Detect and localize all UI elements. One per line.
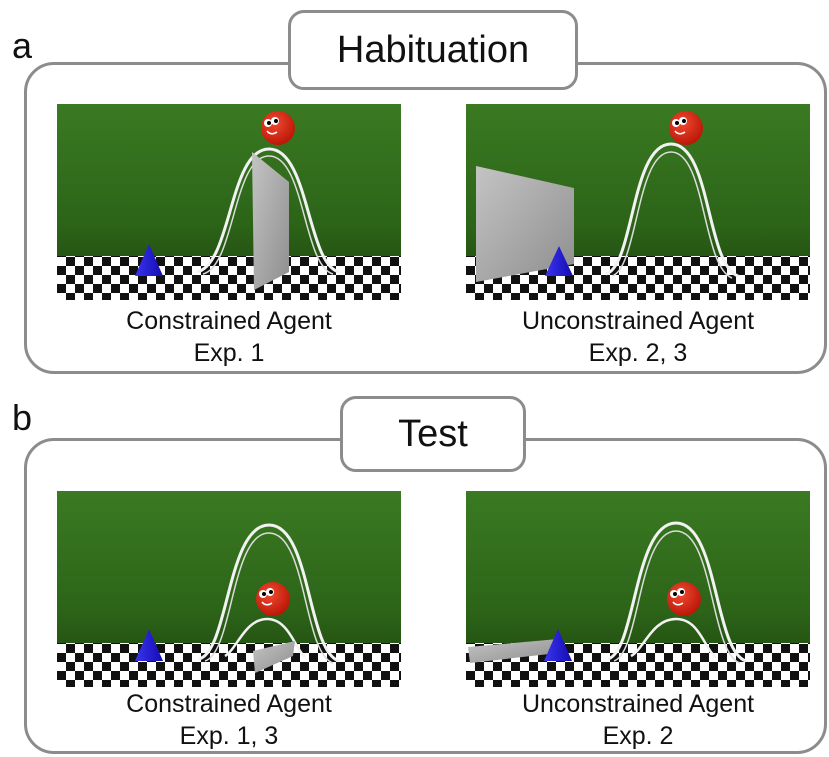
caption-line-2: Exp. 2 <box>602 722 674 750</box>
blue-cone-goal <box>135 629 163 661</box>
panel-b-title: Test <box>340 396 526 472</box>
green-wall <box>466 491 810 651</box>
red-ball-agent <box>669 111 703 145</box>
caption-line-1: Unconstrained Agent <box>521 690 755 718</box>
gray-wall-barrier <box>253 641 295 673</box>
panel-a-letter: a <box>12 25 33 66</box>
white-trajectory-path <box>196 147 340 274</box>
blue-cone-goal <box>544 629 572 661</box>
red-ball-agent <box>256 582 290 616</box>
caption-line-1: Unconstrained Agent <box>521 307 755 335</box>
gray-wall-barrier <box>476 166 574 282</box>
panel-b-letter: b <box>12 397 33 438</box>
test-unconstrained-caption: Unconstrained Agent Exp. 2 <box>466 688 810 752</box>
caption-line-1: Constrained Agent <box>126 690 332 718</box>
blue-cone-goal <box>545 246 573 276</box>
green-wall <box>57 491 401 651</box>
caption-line-2: Exp. 2, 3 <box>588 339 688 367</box>
gray-wall-barrier <box>252 152 289 290</box>
green-wall <box>57 104 401 264</box>
gray-wall-barrier <box>468 639 558 663</box>
habituation-constrained-caption: Constrained Agent Exp. 1 <box>57 305 401 369</box>
test-constrained-caption: Constrained Agent Exp. 1, 3 <box>57 688 401 752</box>
red-ball-agent <box>667 582 701 616</box>
test-constrained-scene <box>57 491 401 687</box>
white-trajectory-path <box>607 521 747 663</box>
habituation-unconstrained-scene <box>466 104 810 300</box>
white-trajectory-path <box>605 142 739 278</box>
habituation-unconstrained-caption: Unconstrained Agent Exp. 2, 3 <box>466 305 810 369</box>
red-ball-agent <box>261 111 295 145</box>
panel-a-title: Habituation <box>288 10 578 90</box>
checkered-floor <box>57 643 401 687</box>
blue-cone-goal <box>135 244 163 276</box>
habituation-constrained-scene <box>57 104 401 300</box>
test-unconstrained-scene <box>466 491 810 687</box>
white-trajectory-path <box>198 523 340 663</box>
caption-line-2: Exp. 1 <box>193 339 265 367</box>
checkered-floor <box>57 256 401 300</box>
caption-line-1: Constrained Agent <box>126 307 332 335</box>
caption-line-2: Exp. 1, 3 <box>179 722 279 750</box>
